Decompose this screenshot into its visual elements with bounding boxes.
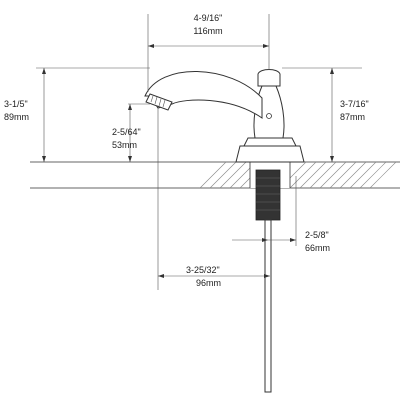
handle-height-imperial: 3-7/16"	[340, 99, 369, 109]
spout-reach-imperial: 3-25/32"	[186, 265, 220, 275]
threaded-shank	[255, 169, 281, 221]
handle-top	[257, 69, 281, 87]
dim-shank-reach: 2-5/8" 66mm	[232, 176, 330, 253]
deck-hatch-right	[289, 161, 397, 189]
outlet-height-metric: 53mm	[112, 140, 137, 150]
dim-handle-height: 3-7/16" 87mm	[282, 67, 369, 162]
top-width-metric: 116mm	[193, 26, 222, 36]
faucet-body	[144, 69, 305, 163]
supply-tube	[264, 219, 272, 393]
faucet-base-ring	[243, 137, 297, 147]
top-width-imperial: 4-9/16"	[194, 13, 223, 23]
deck-hatch-left	[199, 161, 251, 189]
indicator-dot	[266, 113, 272, 119]
shank-assembly	[255, 169, 281, 393]
spout-height-metric: 89mm	[4, 112, 29, 122]
countertop	[30, 161, 400, 189]
dim-top-width: 4-9/16" 116mm	[147, 13, 270, 92]
outlet-height-imperial: 2-5/64"	[112, 127, 141, 137]
spout-height-imperial: 3-1/5"	[4, 99, 28, 109]
dim-spout-height: 3-1/5" 89mm	[4, 67, 150, 162]
shank-reach-imperial: 2-5/8"	[305, 230, 329, 240]
dim-outlet-height: 2-5/64" 53mm	[112, 103, 150, 162]
shank-reach-metric: 66mm	[305, 243, 330, 253]
dim-spout-reach: 3-25/32" 96mm	[157, 108, 270, 290]
spout-reach-metric: 96mm	[196, 278, 221, 288]
faucet-base	[235, 145, 305, 163]
handle-height-metric: 87mm	[340, 112, 365, 122]
spout	[144, 71, 263, 119]
